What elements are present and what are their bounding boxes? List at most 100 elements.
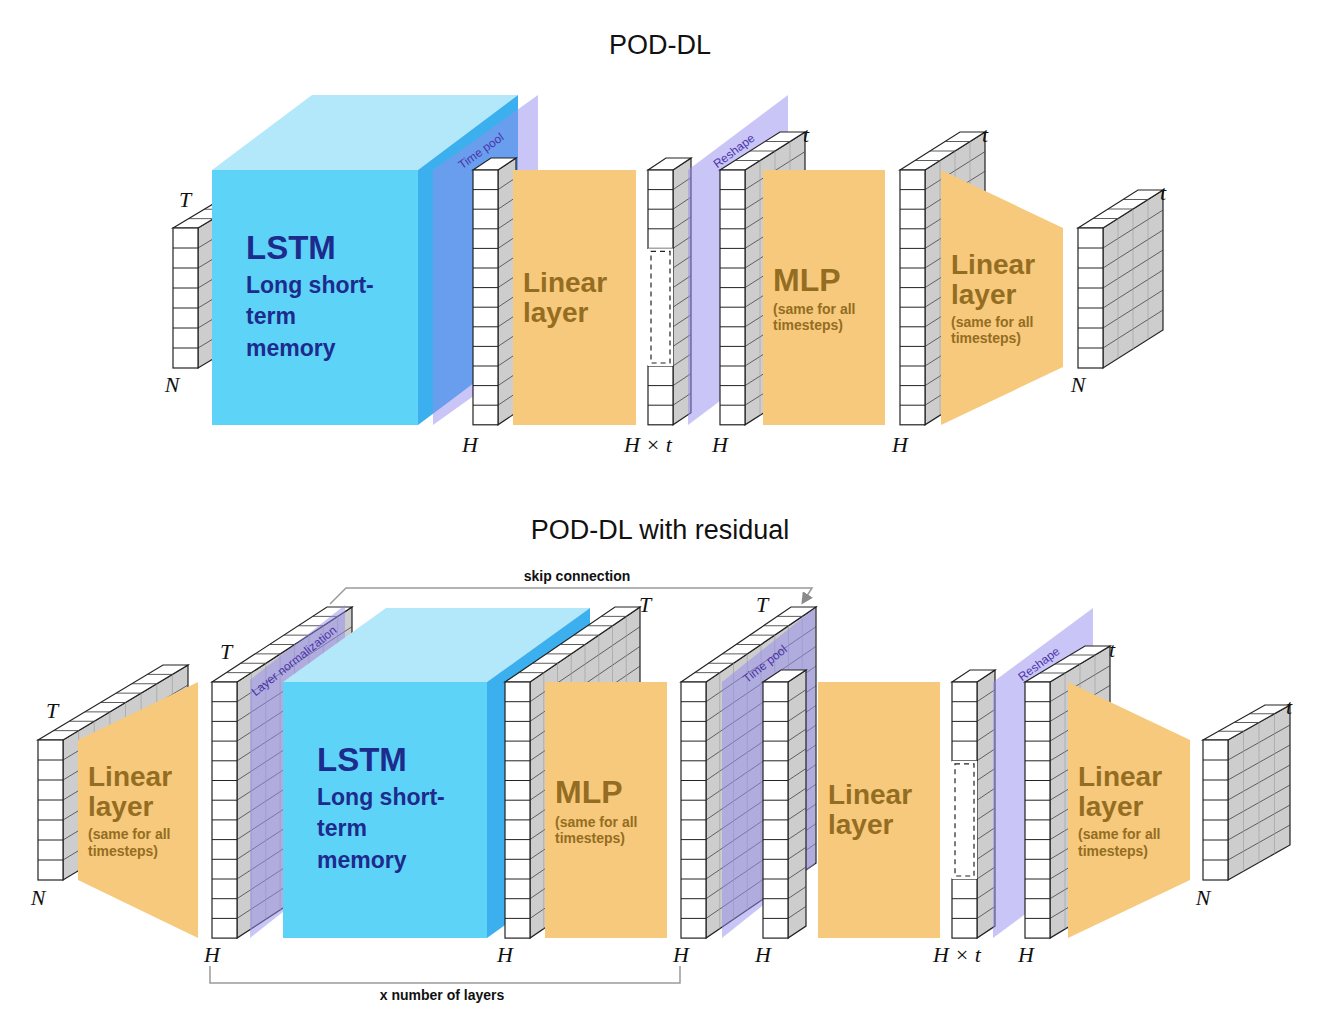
text-group: LSTMLong short-term memory (317, 740, 462, 876)
stack-side-line (788, 867, 806, 879)
dimension-label: H (673, 942, 689, 968)
stack-top (648, 158, 691, 170)
stack-cell-line (212, 780, 237, 781)
trapezoid-fill (78, 682, 198, 938)
tensor-stack (761, 668, 808, 940)
stack-side-line (788, 847, 806, 859)
stack-slice-line (736, 644, 761, 645)
stack-cell-line (38, 820, 63, 821)
stack-cell-line (900, 405, 925, 406)
stack-slice-edge (1243, 731, 1244, 871)
stack-front (473, 170, 498, 425)
annotation-label: x number of layers (380, 987, 505, 1003)
stack-cell-line (952, 701, 977, 702)
stack-cell-line (505, 721, 530, 722)
stack-cell-line (720, 189, 745, 190)
dimension-label: T (756, 592, 768, 618)
stack-slice-line (1040, 673, 1065, 674)
layer-title: MLP (773, 262, 879, 297)
stack-cell-line (212, 859, 237, 860)
stack-cell-line (505, 839, 530, 840)
stack-cell-line (1025, 721, 1050, 722)
stack-slice-line (945, 141, 970, 142)
box-fill (818, 682, 940, 938)
layer-box: Linear layer (513, 170, 636, 425)
trapezoid-fill (941, 170, 1063, 425)
stack-cell-line (648, 385, 673, 386)
section-title: POD-DL with residual (531, 515, 790, 546)
stack-cell-line (212, 819, 237, 820)
stack-cell-line (505, 741, 530, 742)
stack-front (900, 170, 925, 425)
stack-front (681, 682, 706, 938)
layer-title: MLP (555, 775, 661, 810)
stack-cell-line (720, 405, 745, 406)
stack-slice-line (189, 218, 214, 219)
stack-front (1025, 682, 1050, 938)
stack-cell-line (763, 741, 788, 742)
stack-cell-line (473, 209, 498, 210)
stack-side-line (977, 788, 995, 800)
stack-cell-line (681, 741, 706, 742)
stack-cell-line (681, 859, 706, 860)
stack-front (763, 682, 788, 938)
dashed-region (651, 251, 670, 363)
tensor-stack (646, 156, 693, 427)
stack-slice-line (709, 663, 734, 664)
stack-slice-line (764, 625, 789, 626)
layer-note: Long short-term memory (246, 270, 391, 365)
text-group: MLP(same for all timesteps) (773, 262, 879, 333)
stack-cell-line (900, 209, 925, 210)
stack-cell-line (1025, 760, 1050, 761)
stack-cell-line (681, 800, 706, 801)
stack-cell-line (38, 800, 63, 801)
stack-side (788, 670, 806, 938)
stack-cell-line (648, 228, 673, 229)
stack-slice-edge (1118, 219, 1119, 359)
stack-slice-line (695, 672, 720, 673)
stack-cell-line (1025, 819, 1050, 820)
stack-cell-line (763, 760, 788, 761)
layer-title: LSTM (317, 740, 462, 780)
stack-cell-line (212, 760, 237, 761)
stack-slice-edge (1259, 723, 1260, 863)
stack-top (900, 132, 985, 170)
stack-cell-line (173, 268, 198, 269)
stack-cell-line (505, 879, 530, 880)
stack-cell-line (900, 228, 925, 229)
stack-cell-line (681, 839, 706, 840)
stack-slice-line (546, 653, 571, 654)
stack-slice-edge (1065, 673, 1066, 929)
stack-cell-line (38, 860, 63, 861)
stack-cell-line (505, 918, 530, 919)
dimension-label: t (1160, 180, 1166, 206)
stack-slice-line (765, 141, 790, 142)
dimension-label: H (755, 942, 771, 968)
stack-side-line (977, 828, 995, 840)
stack-cell-line (212, 839, 237, 840)
stack-side-line (977, 887, 995, 899)
stack-cell-line (1025, 741, 1050, 742)
stack-side-line (788, 808, 806, 820)
stack-cell-line (720, 385, 745, 386)
stack-cell-line (173, 348, 198, 349)
stack-cell-line (952, 741, 977, 742)
tensor-stack (1201, 703, 1292, 882)
stack-side-line (788, 887, 806, 899)
stack-cell-line (473, 366, 498, 367)
stack-front (648, 170, 673, 248)
stack-cell-line (681, 721, 706, 722)
dimension-label: T (220, 639, 232, 665)
stack-cell-line (900, 366, 925, 367)
stack-front (212, 682, 237, 938)
stack-cell-line (1203, 820, 1228, 821)
stack-cell-line (900, 189, 925, 190)
dimension-label: H × t (624, 432, 672, 458)
stack-cell-line (681, 819, 706, 820)
stack-cell-line (1078, 328, 1103, 329)
box-fill (513, 170, 636, 425)
stack-cell-line (952, 918, 977, 919)
stack-cell-line (173, 308, 198, 309)
text-group: Linear layer (523, 267, 630, 327)
stack-slice-edge (543, 673, 544, 929)
